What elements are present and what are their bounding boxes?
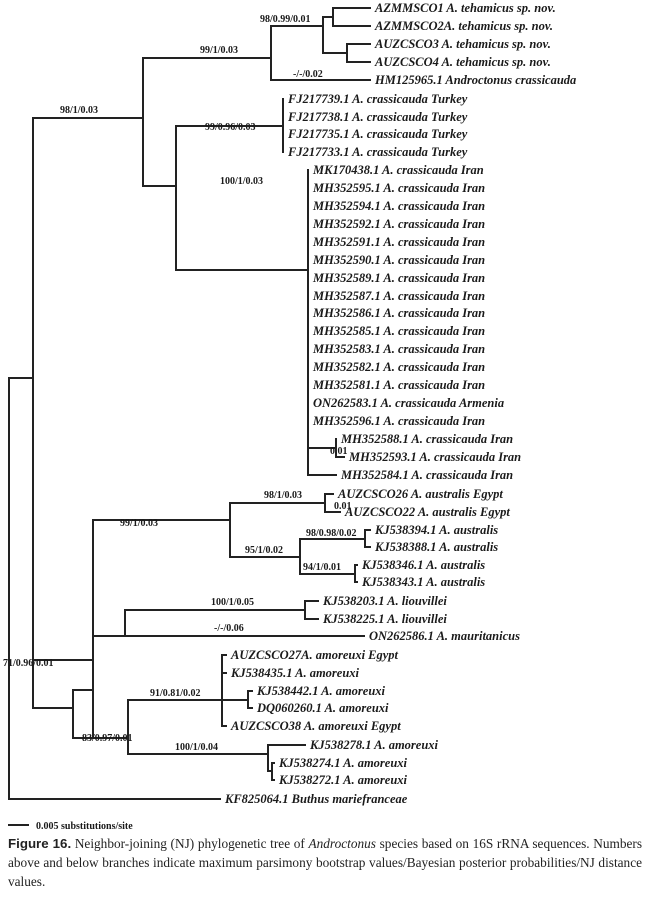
leaf-label: KJ538388.1 A. australis: [374, 540, 498, 554]
leaf-label: ON262586.1 A. mauritanicus: [369, 629, 520, 643]
leaf-label: MH352587.1 A. crassicauda Iran: [312, 289, 485, 303]
leaf-label: MH352593.1 A. crassicauda Iran: [348, 450, 521, 464]
leaf-label: KF825064.1 Buthus mariefranceae: [224, 792, 408, 806]
leaf-label: MH352584.1 A. crassicauda Iran: [340, 468, 513, 482]
support-value: 95/1/0.02: [245, 545, 283, 556]
support-value: 94/1/0.01: [303, 562, 341, 573]
leaf-label: MH352591.1 A. crassicauda Iran: [312, 235, 485, 249]
leaf-label: KJ538346.1 A. australis: [361, 558, 485, 572]
figure-label: Figure 16.: [8, 836, 72, 851]
leaf-label: AZMMSCO1 A. tehamicus sp. nov.: [374, 1, 556, 15]
support-value: 100/1/0.03: [220, 176, 263, 187]
leaf-label: MH352583.1 A. crassicauda Iran: [312, 342, 485, 356]
leaf-label: MH352586.1 A. crassicauda Iran: [312, 306, 485, 320]
leaf-label: AUZCSCO27A. amoreuxi Egypt: [230, 648, 399, 662]
leaf-label: MH352581.1 A. crassicauda Iran: [312, 378, 485, 392]
support-value: 99/1/0.03: [120, 518, 158, 529]
leaf-label: AUZCSCO38 A. amoreuxi Egypt: [230, 719, 401, 733]
scale-bar-label: 0.005 substitutions/site: [36, 821, 133, 832]
leaf-label: KJ538442.1 A. amoreuxi: [256, 684, 386, 698]
leaf-label: HM125965.1 Androctonus crassicauda: [374, 73, 576, 87]
support-value: 0.01: [330, 446, 348, 457]
leaf-label: FJ217739.1 A. crassicauda Turkey: [287, 92, 468, 106]
leaf-label: AUZCSCO26 A. australis Egypt: [337, 487, 503, 501]
support-values: 98/0.99/0.01 99/1/0.03 -/-/0.02 98/1/0.03 99…: [3, 14, 357, 753]
phylogenetic-tree: AZMMSCO1 A. tehamicus sp. nov. AZMMSCO2A.…: [3, 1, 576, 832]
support-value: 99/0.96/0.03: [205, 122, 256, 133]
support-value: 83/0.97/0.01: [82, 733, 133, 744]
leaf-label: MH352595.1 A. crassicauda Iran: [312, 181, 485, 195]
leaf-label: AUZCSCO3 A. tehamicus sp. nov.: [374, 37, 551, 51]
support-value: 98/0.99/0.01: [260, 14, 311, 25]
leaf-label: MH352596.1 A. crassicauda Iran: [312, 414, 485, 428]
leaf-label: FJ217733.1 A. crassicauda Turkey: [287, 145, 468, 159]
leaf-label: KJ538394.1 A. australis: [374, 523, 498, 537]
caption-text-after: species based on 16S rRNA sequences. Num…: [8, 836, 642, 889]
leaf-label: DQ060260.1 A. amoreuxi: [256, 701, 389, 715]
leaf-label: AUZCSCO4 A. tehamicus sp. nov.: [374, 55, 551, 69]
leaf-label: AUZCSCO22 A. australis Egypt: [344, 505, 510, 519]
support-value: 100/1/0.05: [211, 597, 254, 608]
leaf-label: MK170438.1 A. crassicauda Iran: [312, 163, 484, 177]
support-value: 99/1/0.03: [200, 45, 238, 56]
leaf-label: KJ538278.1 A. amoreuxi: [309, 738, 439, 752]
leaf-labels: AZMMSCO1 A. tehamicus sp. nov. AZMMSCO2A.…: [224, 1, 576, 806]
support-value: 100/1/0.04: [175, 742, 218, 753]
support-value: 98/1/0.03: [60, 105, 98, 116]
leaf-label: KJ538203.1 A. liouvillei: [322, 594, 447, 608]
leaf-label: FJ217735.1 A. crassicauda Turkey: [287, 127, 468, 141]
leaf-label: MH352594.1 A. crassicauda Iran: [312, 199, 485, 213]
tree-branches: [8, 7, 371, 800]
leaf-label: MH352590.1 A. crassicauda Iran: [312, 253, 485, 267]
leaf-label: KJ538272.1 A. amoreuxi: [278, 773, 408, 787]
support-value: 98/0.98/0.02: [306, 528, 357, 539]
leaf-label: ON262583.1 A. crassicauda Armenia: [313, 396, 504, 410]
support-value: 0.01: [334, 501, 352, 512]
leaf-label: MH352592.1 A. crassicauda Iran: [312, 217, 485, 231]
leaf-label: MH352582.1 A. crassicauda Iran: [312, 360, 485, 374]
support-value: -/-/0.06: [214, 623, 244, 634]
caption-text-before: Neighbor-joining (NJ) phylogenetic tree …: [71, 836, 309, 851]
leaf-label: AZMMSCO2A. tehamicus sp. nov.: [374, 19, 553, 33]
support-value: -/-/0.02: [293, 69, 323, 80]
caption-genus: Androctonus: [308, 836, 376, 851]
leaf-label: MH352589.1 A. crassicauda Iran: [312, 271, 485, 285]
leaf-label: KJ538274.1 A. amoreuxi: [278, 756, 408, 770]
figure-caption: Figure 16. Neighbor-joining (NJ) phyloge…: [8, 834, 642, 891]
leaf-label: KJ538435.1 A. amoreuxi: [230, 666, 360, 680]
scale-bar: 0.005 substitutions/site: [8, 821, 133, 832]
support-value: 71/0.96/0.01: [3, 658, 54, 669]
leaf-label: KJ538225.1 A. liouvillei: [322, 612, 447, 626]
leaf-label: FJ217738.1 A. crassicauda Turkey: [287, 110, 468, 124]
leaf-label: MH352588.1 A. crassicauda Iran: [340, 432, 513, 446]
leaf-label: KJ538343.1 A. australis: [361, 575, 485, 589]
leaf-label: MH352585.1 A. crassicauda Iran: [312, 324, 485, 338]
support-value: 91/0.81/0.02: [150, 688, 201, 699]
support-value: 98/1/0.03: [264, 490, 302, 501]
